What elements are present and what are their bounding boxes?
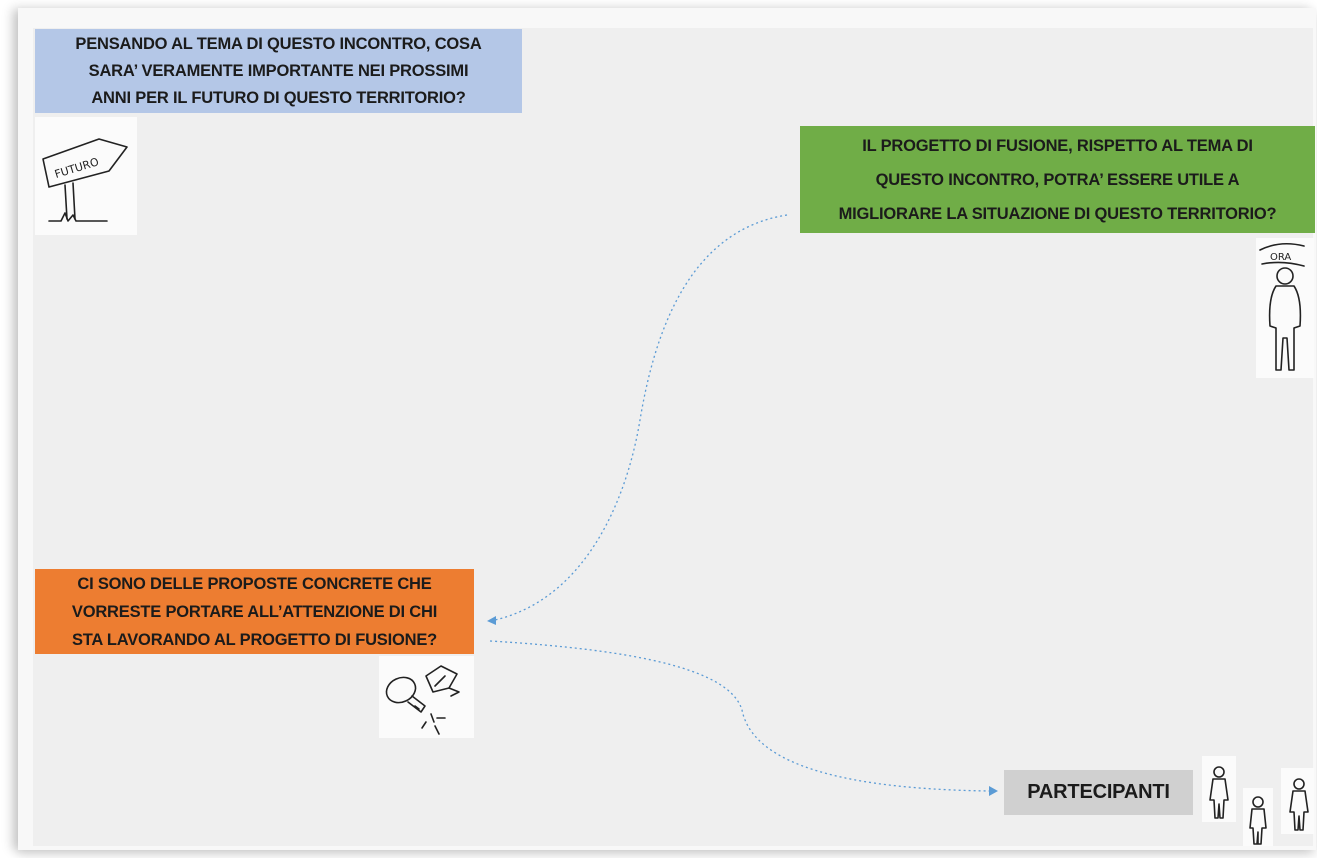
participants-label: PARTECIPANTI [1027,781,1170,803]
proposals-question-line-2: VORRESTE PORTARE ALL’ATTENZIONE DI CHI [71,602,438,621]
fusion-question-line-3: MIGLIORARE LA SITUAZIONE DI QUESTO TERRI… [838,204,1277,223]
future-question-line-3: ANNI PER IL FUTURO DI QUESTO TERRITORIO? [91,88,466,107]
future-question-line-1: PENSANDO AL TEMA DI QUESTO INCONTRO, COS… [75,34,482,53]
person-now-icon: ORA [1259,242,1305,371]
future-question-box: PENSANDO AL TEMA DI QUESTO INCONTRO, COS… [35,29,522,113]
lightbulb-ideas-tile [379,656,474,738]
arrow-proposals-to-participants [489,640,991,792]
proposals-question-box: CI SONO DELLE PROPOSTE CONCRETE CHE VORR… [35,569,474,654]
fusion-question-line-1: IL PROGETTO DI FUSIONE, RISPETTO AL TEMA… [862,136,1253,155]
lightbulb-ideas-icon [385,665,460,735]
now-sign-text: ORA [1270,252,1291,263]
person-now-tile [1256,238,1314,378]
fusion-question-box: IL PROGETTO DI FUSIONE, RISPETTO AL TEMA… [800,126,1315,233]
participants-label-box: PARTECIPANTI [1004,770,1193,815]
proposals-question-line-3: STA LAVORANDO AL PROGETTO DI FUSIONE? [71,630,438,649]
future-signpost-tile [35,117,137,235]
arrow-fusion-to-proposals [494,214,788,621]
arrowhead-participants [989,786,998,796]
future-question-line-2: SARA’ VERAMENTE IMPORTANTE NEI PROSSIMI [88,61,469,80]
arrowhead-proposals [487,616,496,625]
proposals-question-line-1: CI SONO DELLE PROPOSTE CONCRETE CHE [77,574,432,593]
future-signpost-icon: FUTURO [42,138,128,222]
fusion-question-line-2: QUESTO INCONTRO, POTRA’ ESSERE UTILE A [875,170,1240,189]
participants-icon [1209,766,1309,845]
